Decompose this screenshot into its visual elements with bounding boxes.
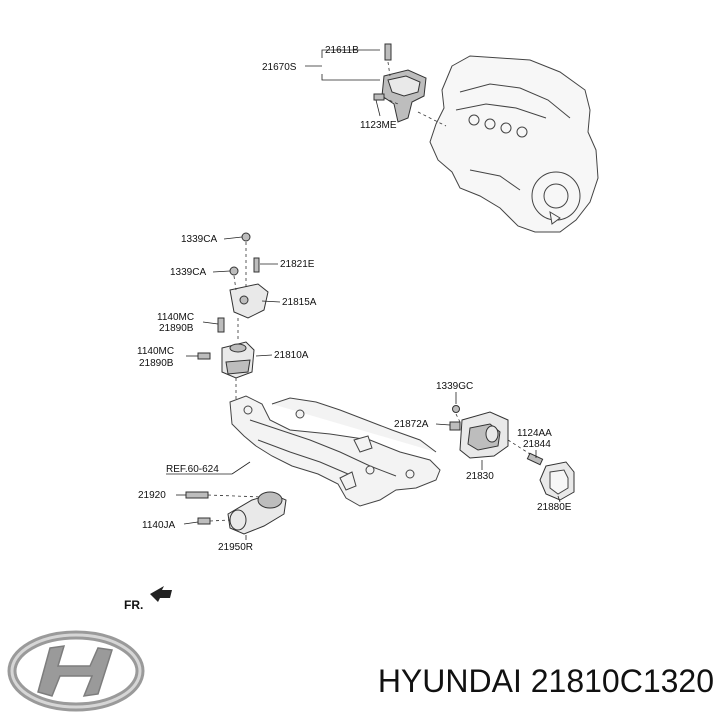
bracket-21815a	[229, 283, 269, 319]
label-1339ca-b: 1339CA	[170, 267, 206, 278]
label-21611b: 21611B	[325, 45, 359, 56]
bolt-21920	[185, 491, 209, 499]
right-mount-assembly	[449, 405, 575, 501]
label-ref-60-624: REF.60-624	[166, 464, 219, 475]
bolt-1123me	[373, 93, 385, 101]
label-21890b-a: 21890B	[159, 323, 194, 334]
label-21950r: 21950R	[218, 542, 253, 553]
label-21810a: 21810A	[274, 350, 309, 361]
label-21821e: 21821E	[280, 259, 315, 270]
label-21872a: 21872A	[394, 419, 429, 430]
label-1124aa: 1124AA	[517, 428, 552, 439]
label-21844: 21844	[523, 439, 551, 450]
bolt-21821e	[253, 257, 260, 273]
bolt-1124aa	[526, 452, 544, 466]
label-21920: 21920	[138, 490, 166, 501]
label-1140ja: 1140JA	[142, 520, 176, 531]
bolt-1140mc-lower	[197, 352, 211, 360]
label-1339gc: 1339GC	[436, 381, 473, 392]
engine-block	[429, 55, 599, 233]
subframe	[229, 395, 441, 507]
label-21830: 21830	[466, 471, 494, 482]
label-fr: FR.	[124, 598, 143, 612]
label-1140mc-a: 1140MC	[157, 312, 194, 323]
hyundai-logo-icon	[7, 630, 145, 712]
left-mount-assembly	[197, 232, 269, 379]
label-21880e: 21880E	[537, 502, 572, 513]
label-1339ca-a: 1339CA	[181, 234, 217, 245]
front-direction-indicator: FR.	[124, 586, 172, 612]
front-arrow-icon	[150, 586, 172, 602]
nut-1339ca-upper	[241, 232, 251, 242]
label-21815a: 21815A	[282, 297, 317, 308]
engine-mount-bracket	[373, 43, 427, 123]
label-1123me: 1123ME	[360, 120, 397, 131]
nut-1339ca-lower	[229, 266, 239, 276]
bolt-21611b	[384, 43, 392, 61]
bolt-1140ja	[197, 517, 211, 525]
part-caption: HYUNDAI 21810C1320	[377, 663, 714, 699]
bolt-1140mc-upper	[217, 317, 225, 333]
label-21670s: 21670S	[262, 62, 297, 73]
nut-1339gc	[452, 405, 460, 413]
bolt-21872a	[449, 421, 461, 431]
label-1140mc-b: 1140MC	[137, 346, 174, 357]
label-21890b-b: 21890B	[139, 358, 174, 369]
roll-mount-assembly	[185, 491, 287, 535]
